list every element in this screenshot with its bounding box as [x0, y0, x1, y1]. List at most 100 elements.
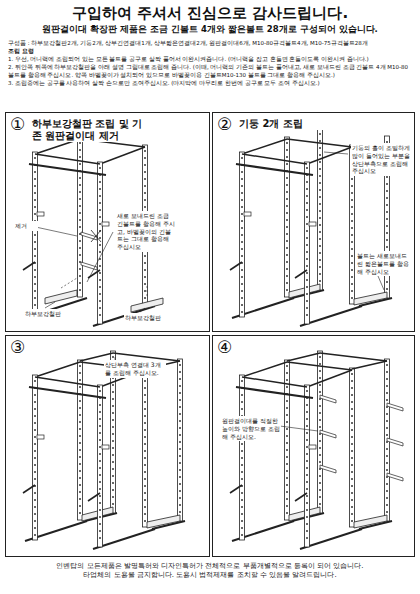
- post-hole: [144, 478, 146, 480]
- post-hole: [286, 289, 288, 291]
- plate-peg: [387, 403, 403, 411]
- post-hole: [241, 227, 243, 229]
- frame-line: [287, 362, 352, 370]
- rack-post: [305, 385, 310, 547]
- post-hole: [286, 205, 288, 207]
- post-hole: [99, 251, 101, 253]
- post-hole: [144, 450, 146, 452]
- rack-post: [98, 385, 103, 547]
- footer: 인벤탑의 모든제품은 발명특허와 디자인특허가 전체적으로 부품개별적으로 등록…: [5, 562, 415, 581]
- post-hole: [34, 248, 36, 250]
- post-hole: [386, 385, 388, 387]
- post-hole: [351, 248, 353, 250]
- post-hole: [386, 176, 388, 178]
- post-hole: [386, 413, 388, 415]
- post-hole: [241, 269, 243, 271]
- post-hole: [306, 167, 308, 169]
- post-hole: [319, 377, 321, 379]
- post-hole: [241, 199, 243, 201]
- post-hole: [34, 241, 36, 243]
- post-hole: [351, 499, 353, 501]
- post-hole: [179, 441, 181, 443]
- post-hole: [34, 192, 36, 194]
- post-hole: [319, 496, 321, 498]
- rack-post: [350, 368, 355, 527]
- post-hole: [319, 133, 321, 135]
- post-hole: [179, 427, 181, 429]
- post-hole: [319, 384, 321, 386]
- post-hole: [144, 422, 146, 424]
- post-hole: [144, 492, 146, 494]
- post-hole: [241, 513, 243, 515]
- post-hole: [306, 202, 308, 204]
- post-hole: [144, 297, 146, 299]
- post-hole: [99, 523, 101, 525]
- rack-post: [33, 375, 38, 540]
- post-hole: [286, 512, 288, 514]
- post-hole: [79, 268, 81, 270]
- post-hole: [319, 391, 321, 393]
- post-hole: [34, 415, 36, 417]
- post-hole: [319, 370, 321, 372]
- post-hole: [351, 415, 353, 417]
- post-hole: [79, 414, 81, 416]
- post-hole: [286, 226, 288, 228]
- post-hole: [306, 467, 308, 469]
- post-hole: [306, 425, 308, 427]
- post-hole: [112, 468, 114, 470]
- post-hole: [179, 399, 181, 401]
- post-hole: [286, 421, 288, 423]
- plate-peg: [320, 430, 336, 438]
- base-plate: [45, 290, 77, 304]
- post-hole: [386, 204, 388, 206]
- instruction-text: 조립 요령: [8, 48, 412, 55]
- post-hole: [79, 254, 81, 256]
- post-hole: [286, 491, 288, 493]
- post-hole: [319, 412, 321, 414]
- post-hole: [319, 503, 321, 505]
- post-hole: [286, 470, 288, 472]
- post-hole: [34, 269, 36, 271]
- frame-line: [87, 232, 113, 282]
- post-hole: [306, 446, 308, 448]
- post-hole: [34, 255, 36, 257]
- frame-line: [91, 230, 101, 242]
- post-hole: [79, 484, 81, 486]
- post-hole: [241, 527, 243, 529]
- post-hole: [112, 412, 114, 414]
- post-hole: [306, 188, 308, 190]
- post-hole: [99, 223, 101, 225]
- j-hook: [102, 445, 109, 449]
- post-hole: [241, 304, 243, 306]
- post-hole: [241, 276, 243, 278]
- post-hole: [99, 300, 101, 302]
- post-hole: [306, 286, 308, 288]
- post-hole: [179, 385, 181, 387]
- post-hole: [286, 212, 288, 214]
- post-hole: [241, 192, 243, 194]
- post-hole: [286, 149, 288, 151]
- post-hole: [112, 489, 114, 491]
- post-hole: [286, 275, 288, 277]
- post-hole: [306, 195, 308, 197]
- post-hole: [144, 408, 146, 410]
- j-hook: [244, 212, 251, 216]
- callout-note: 볼트는 새로보내드린 짧은볼트를 활용해 주십시오: [356, 251, 413, 276]
- post-hole: [351, 408, 353, 410]
- power-rack: [23, 351, 185, 549]
- post-hole: [79, 156, 81, 158]
- post-hole: [351, 276, 353, 278]
- post-hole: [286, 400, 288, 402]
- post-hole: [286, 484, 288, 486]
- post-hole: [34, 527, 36, 529]
- post-hole: [79, 428, 81, 430]
- post-hole: [386, 497, 388, 499]
- post-hole: [34, 185, 36, 187]
- post-hole: [241, 471, 243, 473]
- post-hole: [351, 220, 353, 222]
- post-hole: [99, 502, 101, 504]
- footer-text: 타업체의 도용을 금지합니다. 도용시 법적제재를 조치할 수 있음을 알려드립…: [5, 571, 415, 580]
- post-hole: [241, 534, 243, 536]
- post-hole: [386, 183, 388, 185]
